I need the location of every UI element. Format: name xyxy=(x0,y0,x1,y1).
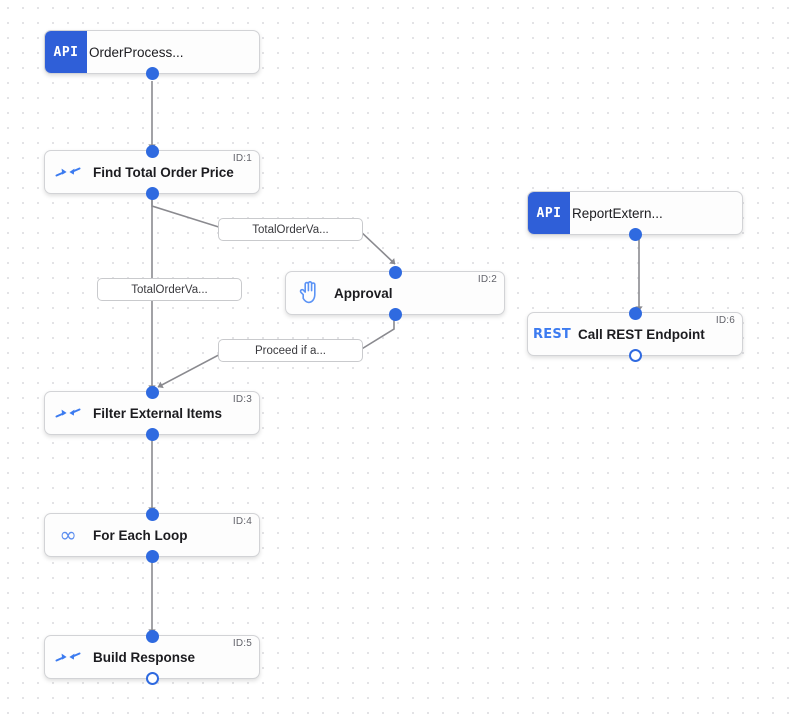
node-approval[interactable]: Approval ID:2 xyxy=(285,265,505,321)
rest-badge-icon: REST xyxy=(533,326,571,342)
node-title: Approval xyxy=(334,285,393,301)
merge-arrows-icon xyxy=(45,405,91,421)
edge-label-total-order-value-filter[interactable]: TotalOrderVa... xyxy=(97,278,242,301)
node-filter-external-items[interactable]: Filter External Items ID:3 xyxy=(44,385,260,441)
infinity-icon: ∞ xyxy=(59,522,77,547)
output-port[interactable] xyxy=(145,671,159,685)
node-body: Approval xyxy=(286,272,504,314)
input-port[interactable] xyxy=(628,306,642,320)
edge-label-text: TotalOrderVa... xyxy=(252,223,329,236)
node-body: Filter External Items xyxy=(45,392,259,434)
input-port[interactable] xyxy=(145,385,159,399)
edge-label-total-order-value-approval[interactable]: TotalOrderVa... xyxy=(218,218,363,241)
output-port[interactable] xyxy=(628,227,642,241)
output-port[interactable] xyxy=(145,186,159,200)
node-body: ∞ For Each Loop xyxy=(45,514,259,556)
input-port[interactable] xyxy=(388,265,402,279)
node-for-each-loop[interactable]: ∞ For Each Loop ID:4 xyxy=(44,507,260,563)
node-title: Build Response xyxy=(93,649,196,665)
input-port[interactable] xyxy=(145,507,159,521)
input-port[interactable] xyxy=(145,144,159,158)
merge-arrows-icon xyxy=(45,164,91,180)
node-id-badge: ID:1 xyxy=(232,153,252,164)
output-port[interactable] xyxy=(628,348,642,362)
edge-label-text: Proceed if a... xyxy=(255,344,326,357)
edge-label-text: TotalOrderVa... xyxy=(131,283,208,296)
input-port[interactable] xyxy=(145,629,159,643)
raised-hand-icon xyxy=(286,281,332,305)
node-id-badge: ID:5 xyxy=(232,638,252,649)
output-port[interactable] xyxy=(145,427,159,441)
node-title: ReportExtern... xyxy=(572,205,663,221)
node-title: Find Total Order Price xyxy=(93,164,234,180)
node-title: Filter External Items xyxy=(93,405,223,421)
node-build-response[interactable]: Build Response ID:5 xyxy=(44,629,260,685)
node-title: Call REST Endpoint xyxy=(578,326,705,342)
api-badge-icon: API xyxy=(45,31,87,73)
node-call-rest-endpoint[interactable]: REST Call REST Endpoint ID:6 xyxy=(527,306,743,362)
merge-arrows-icon xyxy=(45,649,91,665)
node-title: For Each Loop xyxy=(93,527,188,543)
node-id-badge: ID:2 xyxy=(477,274,497,285)
api-badge-icon: API xyxy=(528,192,570,234)
node-id-badge: ID:6 xyxy=(715,315,735,326)
edge-label-proceed-if-approved[interactable]: Proceed if a... xyxy=(218,339,363,362)
node-title: OrderProcess... xyxy=(89,44,184,60)
output-port[interactable] xyxy=(145,66,159,80)
node-body: Build Response xyxy=(45,636,259,678)
node-body: Find Total Order Price xyxy=(45,151,259,193)
output-port[interactable] xyxy=(388,307,402,321)
node-id-badge: ID:4 xyxy=(232,516,252,527)
node-id-badge: ID:3 xyxy=(232,394,252,405)
output-port[interactable] xyxy=(145,549,159,563)
node-body: REST Call REST Endpoint xyxy=(528,313,742,355)
